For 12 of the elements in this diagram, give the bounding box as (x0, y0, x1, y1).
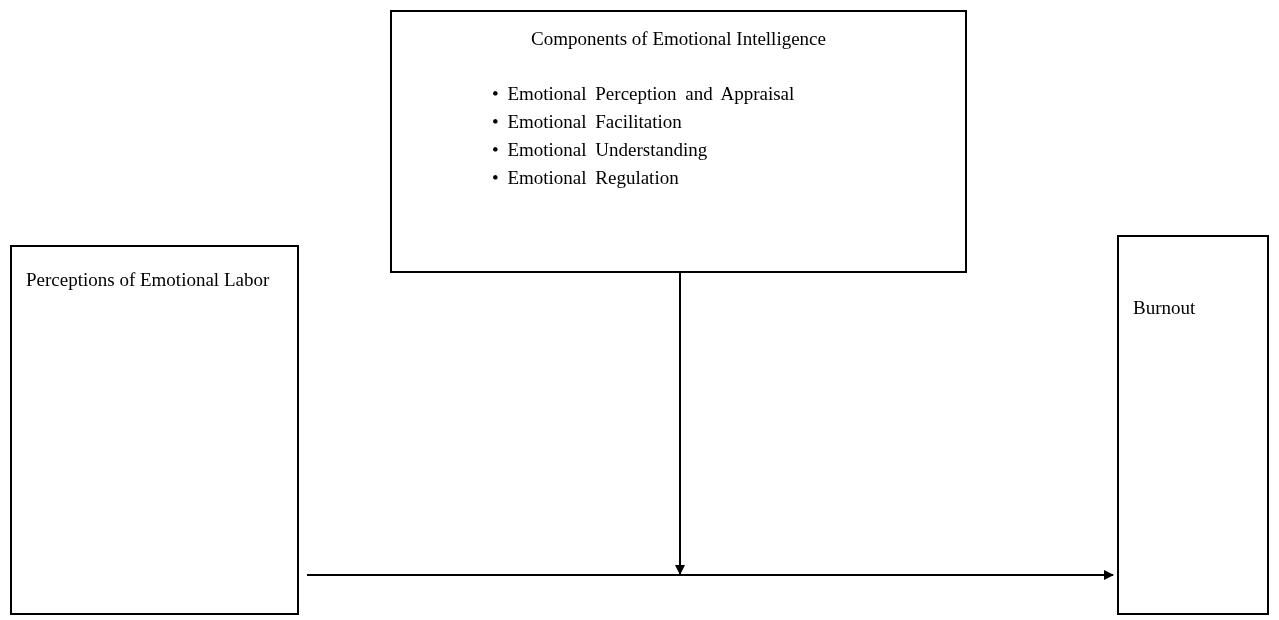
arrow (675, 272, 685, 575)
text-box (10, 245, 299, 615)
bullet-item: • Emotional Facilitation (492, 110, 683, 134)
node-label: Perceptions of Emotional Labor (26, 269, 271, 291)
node-label: Burnout (1133, 297, 1197, 319)
text-box (1117, 235, 1269, 615)
box-heading: Components of Emotional Intelligence (530, 28, 827, 50)
bullet-item: • Emotional Perception and Appraisal (492, 82, 795, 106)
bullet-item: • Emotional Regulation (492, 166, 680, 190)
bullet-item: • Emotional Understanding (492, 138, 709, 162)
text-box (390, 10, 967, 273)
arrow (306, 570, 1114, 580)
